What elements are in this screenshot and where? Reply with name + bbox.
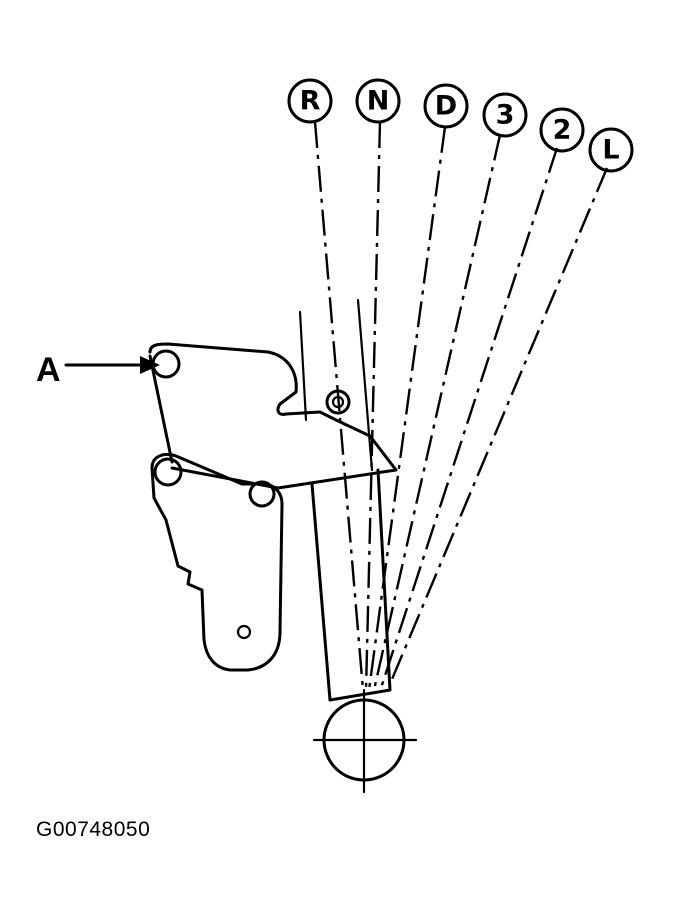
position-label-L: L: [588, 127, 634, 173]
mounting-bracket: [150, 453, 284, 672]
position-circle-2: [539, 107, 585, 153]
position-line-N: [364, 121, 382, 691]
position-line-2: [379, 147, 559, 689]
lever-shaft: [310, 468, 392, 702]
position-text-L: L: [602, 135, 619, 166]
position-text-N: N: [367, 86, 390, 117]
position-line-D: [367, 126, 447, 691]
position-circle-L: [588, 127, 634, 173]
detent-pin-inner: [331, 395, 345, 409]
position-label-R: R: [287, 78, 333, 124]
bracket-hole-lower: [236, 624, 252, 640]
callout-a: A: [36, 351, 160, 389]
shift-lever: [298, 298, 418, 794]
position-text-2: 2: [553, 115, 572, 146]
detent-pin-outer: [325, 389, 351, 415]
position-line-3: [372, 134, 502, 691]
position-label-3: 3: [482, 92, 528, 138]
lever-guide-right: [356, 298, 374, 472]
position-label-2: 2: [539, 107, 585, 153]
callout-a-label: A: [36, 351, 61, 389]
detent-plate-left-edge: [148, 354, 174, 464]
position-circle-D: [423, 83, 469, 129]
position-label-N: N: [355, 78, 401, 124]
position-line-L: [388, 167, 609, 685]
position-text-3: 3: [496, 100, 515, 131]
position-circle-N: [355, 78, 401, 124]
arrowhead-icon: [140, 356, 160, 374]
position-labels: R N D 3 2 L: [287, 78, 634, 173]
detent-plate: [148, 342, 398, 490]
position-circle-R: [287, 78, 333, 124]
detent-plate-outline: [148, 342, 398, 490]
position-label-D: D: [423, 83, 469, 129]
position-lines: [313, 121, 609, 691]
bracket-hole-upper-right: [248, 480, 276, 508]
mounting-bracket-outline: [150, 453, 284, 672]
position-text-R: R: [300, 86, 321, 117]
lever-guide-left: [298, 310, 308, 422]
position-circle-3: [482, 92, 528, 138]
figure-id: G00748050: [36, 818, 151, 841]
bracket-hole-upper-left: [153, 457, 183, 487]
position-text-D: D: [435, 91, 457, 122]
